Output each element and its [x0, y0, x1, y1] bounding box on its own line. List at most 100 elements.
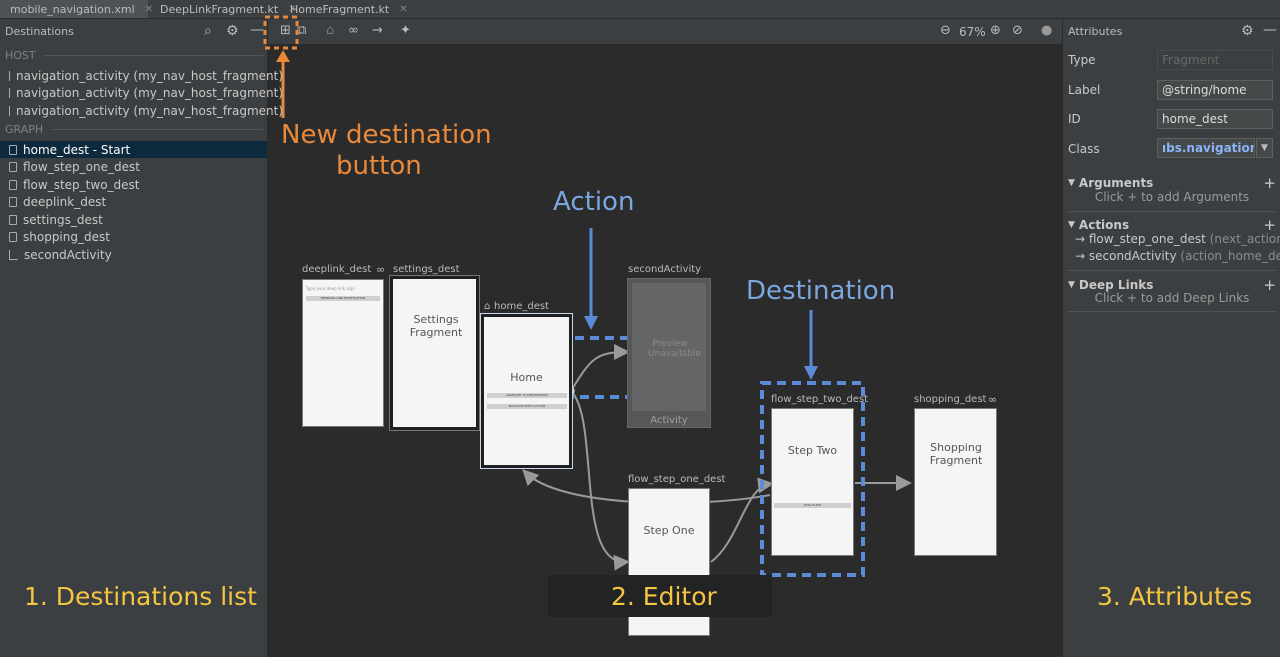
graph-item-flow-step-two[interactable]: flow_step_two_dest [0, 176, 267, 193]
graph-item-label: secondActivity [24, 247, 112, 262]
attributes-title: Attributes [1068, 25, 1123, 38]
home-dest-title: home_dest [494, 301, 549, 312]
tab-home-fragment[interactable]: HomeFragment.kt ✕ [280, 0, 408, 18]
pass-flow-button: PASS FLOW [774, 503, 851, 508]
fragment-icon [9, 144, 17, 155]
link-icon: ∞ [376, 263, 386, 276]
collapse-icon[interactable]: ▼ [1068, 280, 1075, 290]
zoom-out-icon[interactable]: ⊖ [940, 23, 951, 38]
flow-step-two-text: Step Two [787, 444, 838, 457]
fragment-icon [9, 231, 17, 242]
arguments-hint: Click + to add Arguments [1094, 190, 1250, 204]
type-label: Type [1068, 53, 1096, 67]
actions-section[interactable]: ▼ Actions + [1068, 216, 1276, 234]
graph-item-deeplink[interactable]: deeplink_dest [0, 193, 267, 210]
annotation-new-destination-1: New destination [281, 120, 492, 150]
action-home-to-step-one[interactable] [570, 390, 630, 571]
graph-item-flow-step-one[interactable]: flow_step_one_dest [0, 158, 267, 175]
destinations-title: Destinations [5, 25, 74, 38]
annotation-editor: 2. Editor [611, 582, 717, 611]
activity-footer: Activity [650, 415, 688, 426]
tab-deeplink-fragment[interactable]: DeepLinkFragment.kt ✕ [150, 0, 297, 18]
minimize-icon[interactable]: — [1263, 22, 1277, 38]
deeplink-button: DEEPLINK LINK NOTIFICATION [306, 296, 380, 301]
actions-header: Actions [1078, 218, 1130, 232]
close-icon[interactable]: ✕ [144, 3, 154, 15]
collapse-icon[interactable]: ▼ [1068, 220, 1075, 230]
graph-item-label: shopping_dest [23, 229, 110, 244]
arrow-icon: → [1075, 249, 1089, 263]
arguments-section[interactable]: ▼ Arguments + [1068, 174, 1276, 192]
settings-dest-card[interactable]: Settings Fragment [389, 275, 480, 431]
add-action-icon[interactable]: + [1263, 216, 1276, 234]
graph-item-shopping[interactable]: shopping_dest [0, 228, 267, 245]
home-icon: ⌂ [484, 301, 491, 312]
zoom-level: 67% [959, 25, 986, 39]
deep-links-section[interactable]: ▼ Deep Links + [1068, 276, 1276, 294]
home-dest-card[interactable]: Home NAVIGATE TO DESTINATION NAVIGATE WI… [480, 313, 573, 469]
annotation-action: Action [553, 187, 635, 217]
class-dropdown-icon[interactable]: ▼ [1256, 138, 1273, 158]
minimize-icon[interactable]: — [250, 22, 264, 38]
fragment-icon [9, 179, 17, 190]
new-destination-icon[interactable]: ⊞ [280, 23, 291, 38]
destinations-panel: Destinations ⌕ ⚙ — HOST navigation_activ… [0, 19, 283, 657]
tab-mobile-navigation[interactable]: mobile_navigation.xml ✕ [0, 0, 153, 18]
shopping-dest-card[interactable]: Shopping Fragment [914, 408, 997, 556]
graph-item-label: deeplink_dest [23, 194, 107, 209]
zoom-fit-icon[interactable]: ⊘ [1012, 23, 1023, 38]
deep-links-hint: Click + to add Deep Links [1094, 291, 1250, 305]
second-activity-title: secondActivity [628, 264, 702, 275]
activity-icon [9, 70, 10, 81]
gear-icon[interactable]: ⚙ [1241, 23, 1254, 39]
annotation-arrowhead-action [584, 316, 598, 330]
add-argument-icon[interactable]: + [1263, 174, 1276, 192]
highlight-action [558, 336, 637, 399]
graph-section-label: GRAPH [5, 123, 263, 136]
type-field: Fragment [1157, 50, 1273, 70]
home-icon[interactable]: ⌂ [326, 23, 335, 38]
graph-item-second-activity[interactable]: secondActivity [0, 246, 267, 263]
close-icon[interactable]: ✕ [288, 3, 297, 15]
label-field[interactable]: @string/home [1157, 80, 1273, 100]
home-dest-text: Home [510, 371, 543, 384]
host-item[interactable]: navigation_activity (my_nav_host_fragmen… [0, 67, 283, 84]
host-section-label: HOST [5, 49, 263, 62]
destinations-header: Destinations ⌕ ⚙ — [0, 19, 267, 44]
host-item[interactable]: navigation_activity (my_nav_host_fragmen… [0, 84, 283, 101]
host-item[interactable]: navigation_activity (my_nav_host_fragmen… [0, 102, 283, 119]
class-field[interactable]: ıbs.navigation) [1157, 138, 1255, 158]
close-icon[interactable]: ✕ [399, 3, 408, 15]
gear-icon[interactable]: ⚙ [226, 23, 239, 39]
zoom-in-icon[interactable]: ⊕ [990, 23, 1001, 38]
id-field[interactable]: home_dest [1157, 109, 1273, 129]
highlight-destination [760, 381, 865, 577]
action-arrow-icon[interactable]: → [372, 23, 383, 38]
action-name: flow_step_one_dest [1088, 232, 1206, 246]
highlight-new-destination [263, 15, 299, 50]
action-item[interactable]: → secondActivity (action_home_dest [1075, 249, 1280, 263]
second-activity-card[interactable]: Preview Unavailable Activity [627, 278, 711, 428]
action-item[interactable]: → flow_step_one_dest (next_action) [1075, 232, 1280, 246]
add-deep-link-icon[interactable]: + [1263, 276, 1276, 294]
fragment-icon [9, 161, 17, 172]
auto-arrange-icon[interactable]: ✦ [400, 23, 411, 38]
flow-step-two-card[interactable]: Step Two PASS FLOW [771, 408, 854, 556]
annotation-attributes: 3. Attributes [1097, 582, 1253, 611]
deeplink-icon[interactable]: ∞ [348, 23, 359, 38]
action-home-to-second-activity[interactable] [570, 344, 630, 392]
editor-toolbar: ⊞ ⧉ ⌂ ∞ → ✦ ⊖ 67% ⊕ ⊘ ● [268, 19, 1062, 45]
id-label: ID [1068, 112, 1081, 126]
search-icon[interactable]: ⌕ [204, 23, 212, 39]
annotation-arrowhead-orange [276, 50, 290, 62]
fragment-icon [9, 196, 17, 207]
activity-icon [9, 105, 10, 116]
graph-item-settings[interactable]: settings_dest [0, 211, 267, 228]
deeplink-dest-card[interactable]: Type your deep link sign DEEPLINK LINK N… [302, 279, 384, 427]
graph-item-home-dest[interactable]: home_dest - Start [0, 141, 267, 158]
graph-label-text: GRAPH [5, 123, 44, 136]
settings-dest-title: settings_dest [393, 264, 460, 275]
warning-icon[interactable]: ● [1041, 23, 1053, 38]
nested-graph-icon[interactable]: ⧉ [297, 23, 307, 38]
collapse-icon[interactable]: ▼ [1068, 178, 1075, 188]
